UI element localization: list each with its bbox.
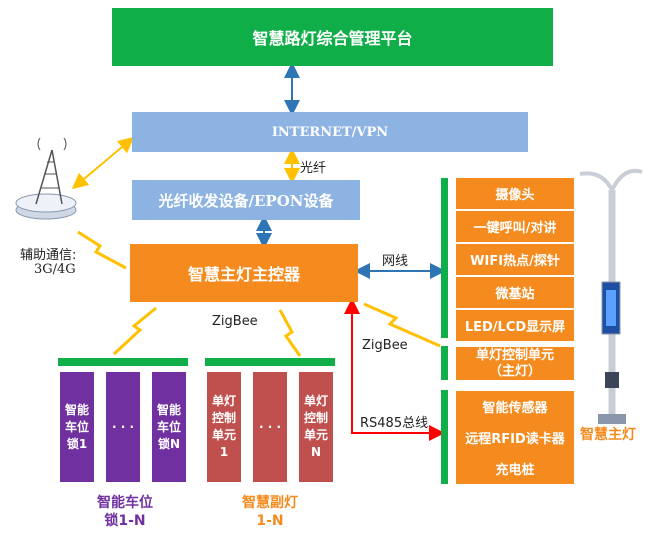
right-bus-mid	[441, 346, 448, 380]
right-bus-bottom	[441, 390, 448, 484]
parking-lock-dots: · · ·	[106, 372, 140, 482]
rfid-reader-box: 远程RFID读卡器	[456, 422, 574, 453]
rs485-arrow	[344, 298, 445, 441]
platform-box: 智慧路灯综合管理平台	[112, 8, 553, 66]
lightning-single	[363, 302, 441, 348]
right-bus-top	[441, 178, 448, 338]
rs485-label: RS485总线	[360, 416, 429, 431]
single-lamp-ctrl-line1: 单灯控制单元	[475, 347, 554, 363]
master-controller-box: 智慧主灯主控器	[130, 244, 358, 302]
aux-comm-tech-label: 3G/4G	[34, 262, 76, 277]
fiber-link-label: 光纤	[300, 161, 327, 176]
zigbee-label-2: ZigBee	[362, 338, 408, 353]
lightning-aux	[77, 230, 127, 270]
charging-pile-box: 充电桩	[456, 453, 574, 484]
led-lcd-display-box: LED/LCD显示屏	[456, 310, 574, 341]
main-lamp-label: 智慧主灯	[580, 427, 636, 443]
one-key-call-box: 一键呼叫/对讲	[456, 211, 574, 242]
sub-lamp-bus	[205, 358, 335, 366]
parking-lock-n: 智能车位锁N	[152, 372, 186, 482]
camera-box: 摄像头	[456, 178, 574, 209]
sub-lamp-dots: · · ·	[253, 372, 287, 482]
single-lamp-ctrl-box: 单灯控制单元 （主灯）	[456, 347, 574, 380]
parking-bus	[58, 358, 188, 366]
aux-comm-label: 辅助通信:	[20, 248, 77, 263]
parking-group-label: 智能车位锁1-N	[97, 495, 153, 529]
lightning-parking	[112, 306, 157, 356]
parking-lock-1: 智能车位锁1	[60, 372, 94, 482]
fiber-device-box: 光纤收发设备/EPON设备	[132, 180, 360, 220]
lightning-sublamp	[278, 309, 302, 357]
tower-internet-arrow	[71, 136, 135, 190]
wifi-probe-box: WIFI热点/探针	[456, 244, 574, 275]
zigbee-label-1: ZigBee	[212, 314, 258, 329]
micro-base-station-box: 微基站	[456, 277, 574, 308]
cell-tower-icon	[15, 137, 77, 220]
single-lamp-ctrl-line2: （主灯）	[488, 363, 541, 379]
street-lamp-icon	[579, 168, 643, 424]
internet-box: INTERNET/VPN	[132, 112, 528, 152]
net-cable-label: 网线	[382, 254, 409, 269]
smart-sensor-box: 智能传感器	[456, 391, 574, 422]
